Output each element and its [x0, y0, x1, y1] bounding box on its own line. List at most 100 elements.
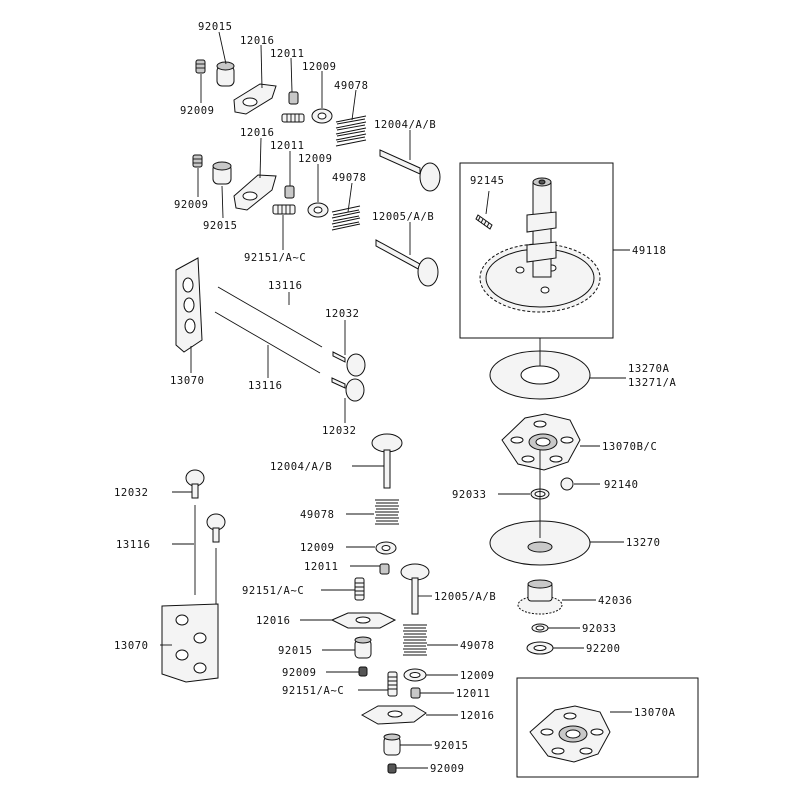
part-label: 12009: [302, 61, 337, 73]
tappet-part: [331, 377, 365, 402]
part-label: 12004/A/B: [270, 461, 332, 473]
cam-plate-inset-part: [529, 705, 611, 763]
part-label: 13070: [170, 375, 205, 387]
lower-pushrod-group: [161, 469, 226, 683]
collar-part: [410, 687, 421, 699]
part-label: 13116: [248, 380, 283, 392]
exhaust-valve-part: [400, 563, 430, 615]
cam-plate-part: [501, 413, 581, 471]
retainer-part: [375, 541, 397, 555]
part-label: 49078: [300, 509, 335, 521]
valve-spring-part: [331, 205, 361, 231]
pivot-part: [354, 636, 372, 659]
part-label: 49078: [460, 640, 495, 652]
part-label: 92033: [452, 489, 487, 501]
part-label: 13116: [268, 280, 303, 292]
valve-spring-part: [403, 624, 427, 656]
leader-lines: [160, 31, 632, 769]
pivot-part: [216, 61, 235, 87]
part-label: 12016: [240, 35, 275, 47]
stud-part: [387, 671, 398, 697]
camshaft-assembly: [475, 177, 601, 313]
collar-part: [284, 185, 295, 199]
push-rod-part: [214, 286, 323, 374]
rocker-arm-part: [233, 83, 277, 115]
part-label: 92151/A~C: [242, 585, 304, 597]
part-label: 12011: [270, 140, 305, 152]
part-label: 13270: [626, 537, 661, 549]
tappet-part: [185, 469, 205, 499]
intake-valve-part: [379, 149, 441, 192]
part-label: 12005/A/B: [434, 591, 496, 603]
part-label: 92015: [203, 220, 238, 232]
part-label: 12032: [325, 308, 360, 320]
rocker-arm-part: [233, 174, 277, 211]
part-label: 92015: [434, 740, 469, 752]
part-label: 92151/A~C: [244, 252, 306, 264]
nut-part: [192, 154, 203, 168]
governor-gear-part: [517, 579, 563, 615]
cam-plate-inset-frame: [516, 677, 699, 778]
part-label: 12032: [114, 487, 149, 499]
pivot-part: [383, 733, 401, 756]
camshaft-part: [526, 177, 557, 278]
part-label: 92033: [582, 623, 617, 635]
tappet-part: [206, 513, 226, 543]
part-label: 12009: [300, 542, 335, 554]
upper-valve-group-1: [195, 59, 441, 192]
part-label: 12016: [240, 127, 275, 139]
part-label: 12011: [304, 561, 339, 573]
lower-valve-group: [330, 433, 430, 774]
clip-part: [531, 623, 549, 633]
guide-plate-part: [175, 257, 203, 353]
part-label: 12011: [270, 48, 305, 60]
part-label: 12016: [460, 710, 495, 722]
upper-pushrod-group: [175, 257, 366, 402]
callout-labels: 92015 12016 12011 12009 49078 92009 1200…: [114, 21, 676, 775]
part-label: 92145: [470, 175, 505, 187]
nut-part: [358, 666, 368, 677]
retainer-part: [403, 668, 427, 682]
part-label: 12004/A/B: [374, 119, 436, 131]
part-label: 92015: [278, 645, 313, 657]
part-label: 49078: [334, 80, 369, 92]
intake-valve-part: [371, 433, 403, 489]
collar-part: [288, 91, 299, 105]
rocker-arm-part: [330, 612, 397, 629]
ball-part: [560, 477, 574, 491]
guide-plate-part: [161, 603, 219, 683]
retainer-part: [311, 108, 333, 124]
part-label: 13116: [116, 539, 151, 551]
valve-spring-part: [335, 115, 367, 147]
part-label: 13070A: [634, 707, 676, 719]
part-label: 12005/A/B: [372, 211, 434, 223]
stud-part: [272, 204, 296, 215]
part-label: 42036: [598, 595, 633, 607]
part-label: 12016: [256, 615, 291, 627]
exhaust-valve-part: [375, 239, 439, 287]
part-label: 13270A: [628, 363, 670, 375]
camshaft-assembly-frame: [459, 162, 614, 339]
part-label: 12009: [460, 670, 495, 682]
stud-part: [354, 577, 365, 601]
part-label: 92009: [180, 105, 215, 117]
part-label: 49118: [632, 245, 667, 257]
thrust-washer-part: [489, 350, 591, 400]
pin-part: [475, 214, 493, 230]
pivot-part: [212, 161, 232, 185]
stud-part: [281, 113, 305, 123]
part-label: 12009: [298, 153, 333, 165]
nut-part: [195, 59, 206, 74]
nut-part: [387, 763, 397, 774]
washer-part: [526, 641, 554, 655]
part-label: 92151/A~C: [282, 685, 344, 697]
part-label: 12032: [322, 425, 357, 437]
part-label: 49078: [332, 172, 367, 184]
part-label: 13070B/C: [602, 441, 657, 453]
part-label: 92009: [430, 763, 465, 775]
valve-spring-part: [375, 499, 399, 525]
part-label: 92140: [604, 479, 639, 491]
part-label: 13070: [114, 640, 149, 652]
cam-gear-part: [479, 243, 601, 313]
